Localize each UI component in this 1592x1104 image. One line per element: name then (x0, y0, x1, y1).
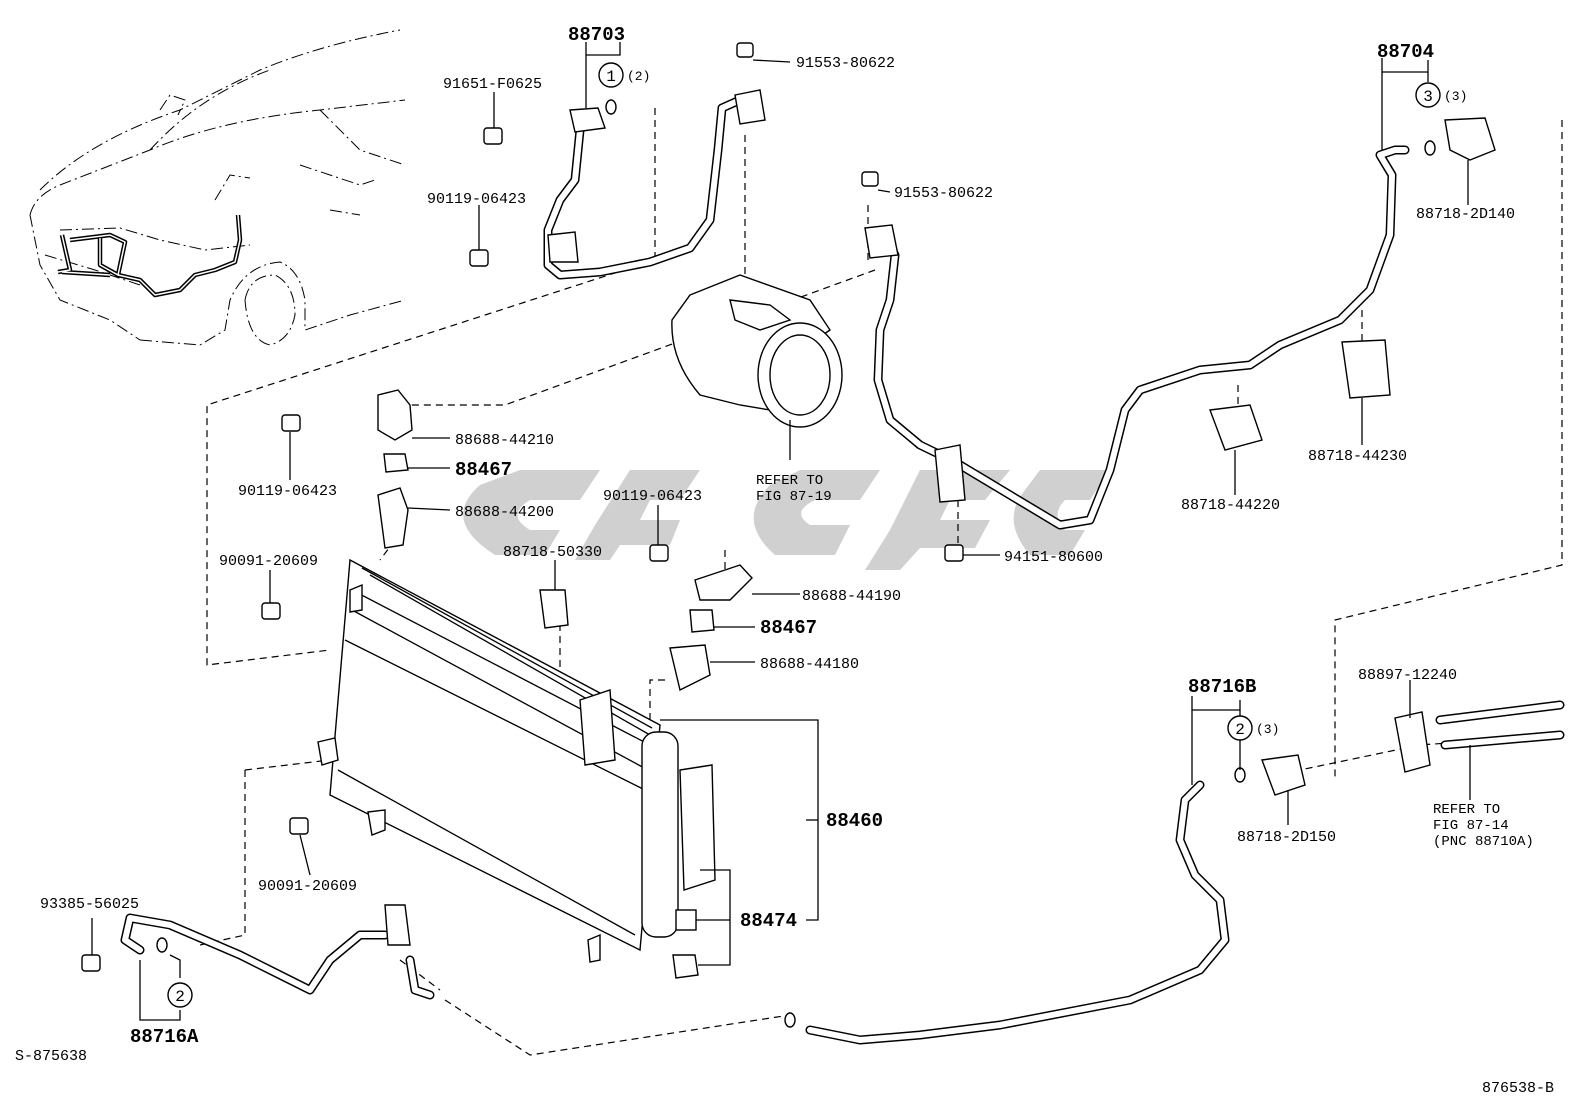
refer-87-14-line2: FIG 87-14 (1433, 818, 1509, 834)
compressor (671, 274, 843, 460)
refer-87-19-line1: REFER TO (756, 473, 823, 489)
corner-identifiers: S-875638 876538-B (15, 1048, 1554, 1097)
label-90119-06423-left: 90119-06423 (238, 483, 337, 500)
label-90091-20609-left: 90091-20609 (219, 553, 318, 570)
label-88460: 88460 (826, 810, 883, 832)
receiver-dryer (641, 731, 716, 979)
label-88716a: 88716A (130, 1026, 199, 1048)
label-88467-a: 88467 (455, 459, 512, 481)
label-88688-44210: 88688-44210 (455, 432, 554, 449)
figure-id-left: S-875638 (15, 1048, 87, 1065)
label-93385-56025: 93385-56025 (40, 896, 139, 913)
figure-id-right: 876538-B (1482, 1080, 1554, 1097)
callout-2-top: 2 (1235, 721, 1245, 739)
label-88704: 88704 (1377, 41, 1434, 63)
callout-2-bottom: 2 (175, 988, 185, 1006)
callout-3-qty: (3) (1444, 89, 1467, 104)
label-91651-f0625: 91651-F0625 (443, 76, 542, 93)
bolts (81, 42, 964, 972)
label-88688-44200: 88688-44200 (455, 504, 554, 521)
label-88718-2d150: 88718-2D150 (1237, 829, 1336, 846)
callout-2-qty: (3) (1256, 722, 1279, 737)
label-88718-44230: 88718-44230 (1308, 448, 1407, 465)
label-88718-44220: 88718-44220 (1181, 497, 1280, 514)
label-88718-2d140: 88718-2D140 (1416, 206, 1515, 223)
label-90119-06423-top: 90119-06423 (427, 191, 526, 208)
leader-lines (91, 42, 1471, 1021)
label-88897-12240: 88897-12240 (1358, 667, 1457, 684)
callout-1-qty: (2) (627, 69, 650, 84)
label-90119-06423-mid: 90119-06423 (603, 488, 702, 505)
callout-3: 3 (1423, 88, 1433, 106)
label-94151-80600: 94151-80600 (1004, 549, 1103, 566)
label-91553-80622-a: 91553-80622 (796, 55, 895, 72)
vehicle-outline-illustration (29, 29, 406, 346)
label-88716b: 88716B (1188, 676, 1256, 698)
refrigerant-pipes (120, 95, 1565, 1045)
refer-87-14-line3: (PNC 88710A) (1433, 834, 1534, 850)
label-88703: 88703 (568, 24, 625, 46)
refer-notes: REFER TO FIG 87-19 REFER TO FIG 87-14 (P… (756, 473, 1534, 850)
refer-87-19-line2: FIG 87-19 (756, 489, 832, 505)
refer-87-14-line1: REFER TO (1433, 802, 1500, 818)
label-88688-44180: 88688-44180 (760, 656, 859, 673)
o-rings (156, 99, 1436, 1028)
dashed-assembly-outlines (199, 108, 1563, 1056)
label-90091-20609-bottom: 90091-20609 (258, 878, 357, 895)
component-shapes (81, 42, 1496, 1028)
callout-1: 1 (606, 68, 616, 86)
condenser (317, 558, 661, 963)
callout-markers: 1 (2) 3 (3) 2 (3) 2 (167, 62, 1467, 1008)
label-91553-80622-b: 91553-80622 (894, 185, 993, 202)
label-88467-b: 88467 (760, 617, 817, 639)
brackets (377, 89, 1496, 946)
label-88474: 88474 (740, 910, 797, 932)
label-88718-50330: 88718-50330 (503, 544, 602, 561)
label-88688-44190: 88688-44190 (802, 588, 901, 605)
watermark-logo (463, 470, 1110, 570)
part-number-labels: 88703 91651-F0625 90119-06423 91553-8062… (40, 24, 1515, 1048)
